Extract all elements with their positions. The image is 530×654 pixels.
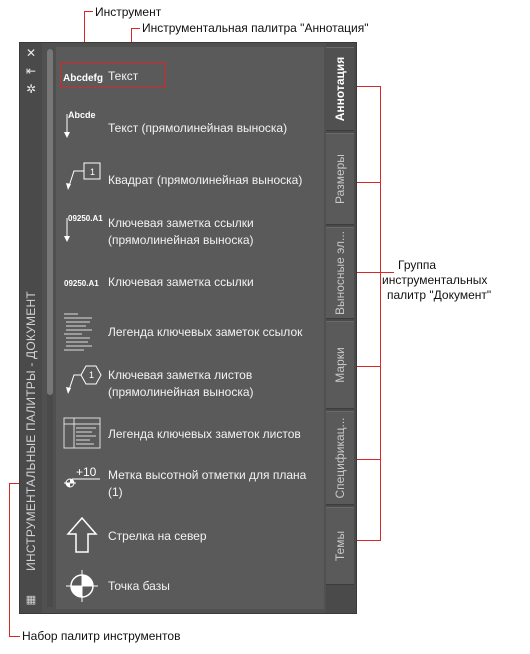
- svg-text:09250.A1: 09250.A1: [68, 214, 103, 223]
- tool-label: Стрелка на север: [108, 528, 207, 543]
- tool-square-leader[interactable]: 1 Квадрат (прямолинейная выноска): [56, 155, 324, 205]
- tool-text[interactable]: Abcdefg Текст: [56, 51, 324, 101]
- leader-line-palette-h: [131, 28, 140, 29]
- datum-point-icon: [62, 564, 106, 608]
- tool-label: Ключевая заметка ссылки (прямолинейная в…: [108, 216, 254, 247]
- group-bracket-arm-4: [356, 366, 381, 367]
- tab-dimensions[interactable]: Размеры: [326, 133, 354, 225]
- palette-tabs: Аннотация Размеры Выносные эл... Марки С…: [326, 43, 356, 613]
- tool-datum-point[interactable]: Точка базы: [56, 561, 324, 611]
- tab-callouts[interactable]: Выносные эл...: [326, 227, 354, 319]
- annotation-set: Набор палитр инструментов: [22, 629, 181, 643]
- group-bracket-arm-2: [356, 182, 381, 183]
- tab-annotation[interactable]: Аннотация: [326, 47, 354, 131]
- svg-text:09250.A1: 09250.A1: [64, 279, 99, 288]
- sheet-keynote-leader-icon: 1: [62, 362, 106, 406]
- north-arrow-icon: [62, 514, 106, 558]
- tool-label: Легенда ключевых заметок листов: [108, 426, 301, 441]
- tool-elevation-label[interactable]: +10 Метка высотной отметки для плана (1): [56, 459, 324, 509]
- tool-label: Легенда ключевых заметок ссылок: [108, 324, 303, 339]
- tool-label: Текст (прямолинейная выноска): [108, 120, 288, 135]
- leader-line-palette-v: [131, 28, 132, 43]
- text-leader-icon: Abcde: [62, 106, 106, 150]
- annotation-tool: Инструмент: [95, 5, 162, 19]
- palette-set-icon[interactable]: ▦: [25, 594, 37, 606]
- tool-label: Квадрат (прямолинейная выноска): [108, 172, 303, 187]
- group-bracket-arm-6: [356, 540, 381, 541]
- scrollbar-thumb[interactable]: [47, 49, 53, 395]
- annotation-group-line1: Группа: [398, 258, 437, 272]
- tab-tags[interactable]: Марки: [326, 321, 354, 409]
- svg-text:Abcde: Abcde: [68, 110, 96, 120]
- leader-line-set-v: [9, 483, 10, 636]
- leader-line-set-top: [9, 483, 20, 484]
- palette-titlebar[interactable]: ✕ ⇤ ✲ ИНСТРУМЕНТАЛЬНЫЕ ПАЛИТРЫ - ДОКУМЕН…: [20, 43, 42, 613]
- tool-sheet-keynote-legend[interactable]: Легенда ключевых заметок листов: [56, 409, 324, 459]
- keynote-icon: 09250.A1: [62, 260, 106, 304]
- svg-text:+10: +10: [76, 465, 97, 479]
- group-bracket-pointer: [380, 272, 394, 273]
- tool-label: Ключевая заметка листов (прямолинейная в…: [108, 368, 254, 399]
- keynote-leader-icon: 09250.A1: [62, 210, 106, 254]
- close-icon[interactable]: ✕: [25, 46, 37, 60]
- tool-keynote-legend[interactable]: Легенда ключевых заметок ссылок: [56, 307, 324, 357]
- leader-line-set-h: [9, 636, 20, 637]
- sheet-keynote-legend-icon: [62, 412, 106, 456]
- elevation-label-icon: +10: [62, 462, 106, 506]
- tab-themes[interactable]: Темы: [326, 507, 354, 585]
- tool-label: Метка высотной отметки для плана (1): [108, 468, 307, 499]
- tool-north-arrow[interactable]: Стрелка на север: [56, 511, 324, 561]
- tool-sheet-keynote-leader[interactable]: 1 Ключевая заметка листов (прямолинейная…: [56, 359, 324, 409]
- keynote-legend-icon: [62, 310, 106, 354]
- tool-text-leader[interactable]: Abcde Текст (прямолинейная выноска): [56, 103, 324, 153]
- tool-palette-window: ✕ ⇤ ✲ ИНСТРУМЕНТАЛЬНЫЕ ПАЛИТРЫ - ДОКУМЕН…: [19, 42, 357, 614]
- group-bracket-arm-1: [356, 86, 381, 87]
- tool-label: Ключевая заметка ссылки: [108, 274, 254, 289]
- svg-text:1: 1: [89, 370, 94, 380]
- tool-label: Точка базы: [108, 578, 170, 593]
- group-bracket-arm-3: [356, 272, 381, 273]
- annotation-group-line3: палитр "Документ": [387, 288, 492, 302]
- svg-text:1: 1: [90, 167, 95, 177]
- leader-line-tool-h: [84, 11, 93, 12]
- svg-text:Abcdefg: Abcdefg: [63, 73, 103, 84]
- selected-tool-highlight: [60, 62, 166, 88]
- tab-schedules[interactable]: Спецификац...: [326, 411, 354, 505]
- group-bracket-arm-5: [356, 459, 381, 460]
- palette-title: ИНСТРУМЕНТАЛЬНЫЕ ПАЛИТРЫ - ДОКУМЕНТ: [24, 291, 38, 571]
- annotation-group-line2: инструментальных: [382, 273, 488, 287]
- tool-keynote[interactable]: 09250.A1 Ключевая заметка ссылки: [56, 257, 324, 307]
- properties-icon[interactable]: ✲: [25, 82, 37, 96]
- annotation-palette: Инструментальная палитра "Аннотация": [142, 21, 369, 35]
- tool-keynote-leader[interactable]: 09250.A1 Ключевая заметка ссылки (прямол…: [56, 207, 324, 257]
- auto-hide-icon[interactable]: ⇤: [25, 64, 37, 78]
- square-leader-icon: 1: [62, 158, 106, 202]
- tool-label: Текст: [108, 68, 139, 83]
- text-tool-icon: Abcdefg: [62, 54, 106, 98]
- palette-content: [56, 47, 324, 609]
- group-bracket-v: [380, 86, 381, 540]
- leader-line-tool-v: [84, 11, 85, 63]
